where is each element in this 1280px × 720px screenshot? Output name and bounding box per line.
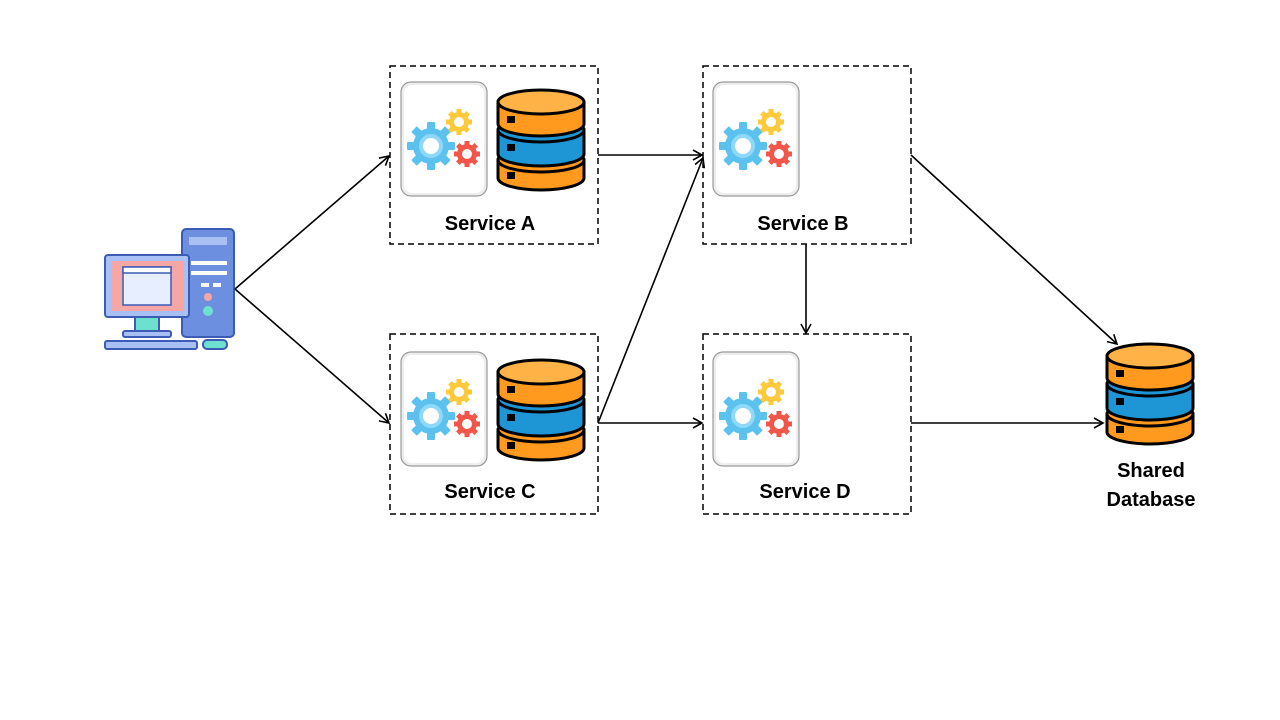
service-d-label: Service D: [759, 481, 850, 503]
service-c-box: Service C: [389, 333, 599, 515]
service-b-label: Service B: [757, 213, 848, 235]
shared-database: Shared Database: [1105, 342, 1196, 511]
arrow-service-b-to-shared-database: [910, 154, 1119, 346]
arrow-service-c-to-service-b: [597, 156, 706, 424]
database-icon: [1105, 342, 1195, 446]
desktop-computer-icon: [104, 228, 235, 350]
arrow-client-to-service-a: [234, 154, 391, 290]
gears-icon: [400, 351, 488, 467]
database-icon: [496, 358, 586, 462]
shared-database-label-line1: Shared: [1117, 460, 1185, 482]
service-d-box: Service D: [702, 333, 912, 515]
arrow-client-to-service-c: [234, 288, 391, 425]
service-a-box: Service A: [389, 65, 599, 245]
gears-icon: [400, 81, 488, 197]
service-a-label: Service A: [445, 213, 535, 235]
service-b-box: Service B: [702, 65, 912, 245]
connectors: [234, 149, 1119, 429]
shared-database-label-line2: Database: [1107, 489, 1196, 511]
gears-icon: [712, 81, 800, 197]
gears-icon: [712, 351, 800, 467]
database-icon: [496, 88, 586, 192]
service-c-label: Service C: [444, 481, 535, 503]
